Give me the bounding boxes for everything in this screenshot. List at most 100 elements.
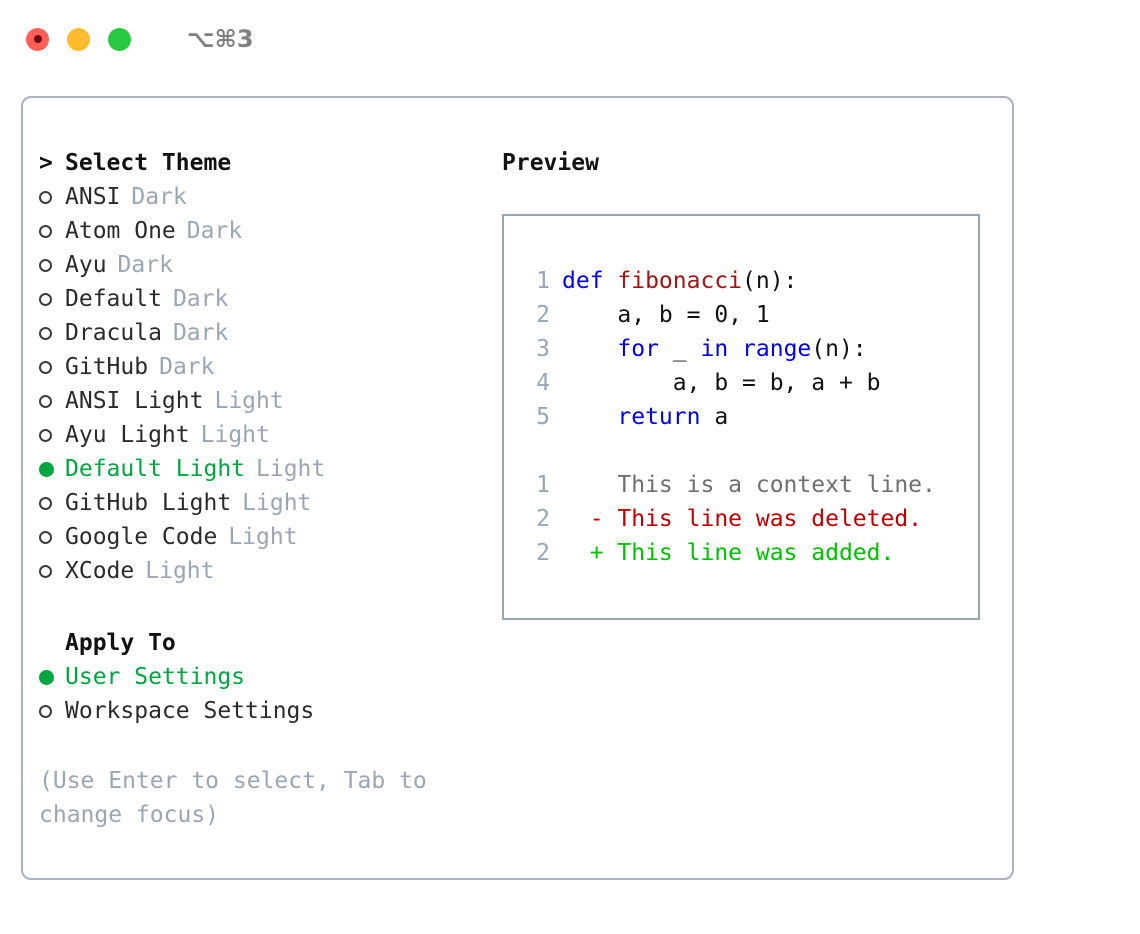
theme-option-label: XCode — [65, 558, 135, 584]
code-text: for _ in range(n): — [562, 332, 867, 366]
radio-unselected-icon — [39, 428, 65, 442]
section-gap — [39, 588, 489, 626]
diff-text: - This line was deleted. — [562, 506, 923, 532]
radio-dot — [39, 564, 52, 578]
theme-option-label: ANSI — [65, 184, 121, 210]
code-token: return — [617, 404, 701, 430]
radio-unselected-icon — [39, 292, 65, 306]
line-number: 1 — [536, 472, 550, 498]
radio-dot — [39, 496, 52, 510]
line-number: 5 — [536, 404, 550, 430]
close-button[interactable] — [26, 27, 49, 51]
code-line: 4 a, b = b, a + b — [504, 366, 978, 400]
theme-option-github-light[interactable]: GitHub Light Light — [39, 486, 489, 520]
line-number: 2 — [536, 506, 550, 532]
radio-unselected-icon — [39, 704, 65, 718]
code-line: 2 a, b = 0, 1 — [504, 298, 978, 332]
theme-variant-tag: Light — [145, 558, 215, 584]
apply-to-option-label: User Settings — [65, 664, 246, 690]
line-number: 1 — [536, 268, 550, 294]
minimize-button[interactable] — [67, 27, 90, 51]
title-bar: ⌥⌘3 — [0, 0, 1140, 78]
radio-dot — [39, 258, 52, 272]
radio-unselected-icon — [39, 564, 65, 578]
code-line: 1 def fibonacci(n): — [504, 264, 978, 298]
radio-unselected-icon — [39, 530, 65, 544]
theme-variant-tag: Light — [242, 490, 312, 516]
code-token: a, b = b, a + b — [562, 370, 881, 396]
theme-variant-tag: Light — [200, 422, 270, 448]
page-title: Select Theme — [65, 150, 232, 176]
radio-dot — [39, 190, 52, 204]
theme-variant-tag: Dark — [172, 286, 229, 312]
theme-variant-tag: Dark — [186, 218, 243, 244]
code-token: a, b = 0, 1 — [562, 302, 770, 328]
line-number: 3 — [536, 336, 550, 362]
apply-to-option-user-settings[interactable]: User Settings — [39, 660, 489, 694]
theme-variant-tag: Light — [256, 456, 326, 482]
theme-option-label: Default Light — [65, 456, 246, 482]
radio-dot — [39, 360, 52, 374]
radio-dot — [39, 461, 54, 477]
zoom-button[interactable] — [108, 27, 131, 51]
diff-text: This is a context line. — [562, 472, 936, 498]
select-theme-header: > Select Theme — [39, 146, 489, 180]
code-token: a — [700, 404, 729, 430]
theme-variant-tag: Dark — [117, 252, 173, 278]
code-blank-line — [504, 434, 978, 468]
code-token: (n): — [811, 336, 867, 362]
radio-unselected-icon — [39, 258, 65, 272]
code-line: 5 return a — [504, 400, 978, 434]
radio-unselected-icon — [39, 394, 65, 408]
keyboard-hint: (Use Enter to select, Tab to change focu… — [39, 768, 441, 828]
code-text: a, b = b, a + b — [562, 366, 881, 400]
theme-variant-tag: Dark — [159, 354, 215, 380]
radio-dot — [39, 704, 52, 718]
code-token: def — [562, 268, 618, 294]
radio-dot — [39, 224, 52, 238]
radio-unselected-icon — [39, 224, 65, 238]
code-token: (n): — [742, 268, 798, 294]
code-line: 3 for _ in range(n): — [504, 332, 978, 366]
code-token — [562, 404, 617, 430]
theme-option-default-light[interactable]: Default Light Light — [39, 452, 489, 486]
code-text: def fibonacci(n): — [562, 264, 797, 298]
radio-dot — [39, 292, 52, 306]
radio-unselected-icon — [39, 496, 65, 510]
diff-line-del: 2 - This line was deleted. — [504, 502, 978, 536]
theme-option-atom-one[interactable]: Atom One Dark — [39, 214, 489, 248]
theme-option-label: Atom One — [65, 218, 176, 244]
radio-dot — [39, 326, 52, 340]
window-controls — [26, 27, 131, 51]
radio-unselected-icon — [39, 360, 65, 374]
theme-variant-tag: Dark — [172, 320, 229, 346]
line-number: 4 — [536, 370, 550, 396]
theme-variant-tag: Light — [228, 524, 298, 550]
theme-option-xcode[interactable]: XCode Light — [39, 554, 489, 588]
apply-to-option-label: Workspace Settings — [65, 698, 315, 724]
code-token: for — [617, 336, 659, 362]
code-token: in range — [700, 336, 812, 362]
code-text: a, b = 0, 1 — [562, 298, 770, 332]
theme-option-label: ANSI Light — [65, 388, 204, 414]
code-text: return a — [562, 400, 728, 434]
apply-to-option-workspace-settings[interactable]: Workspace Settings — [39, 694, 489, 728]
diff-line-add: 2 + This line was added. — [504, 536, 978, 570]
radio-selected-icon — [39, 669, 65, 685]
theme-option-label: GitHub Light — [65, 490, 232, 516]
